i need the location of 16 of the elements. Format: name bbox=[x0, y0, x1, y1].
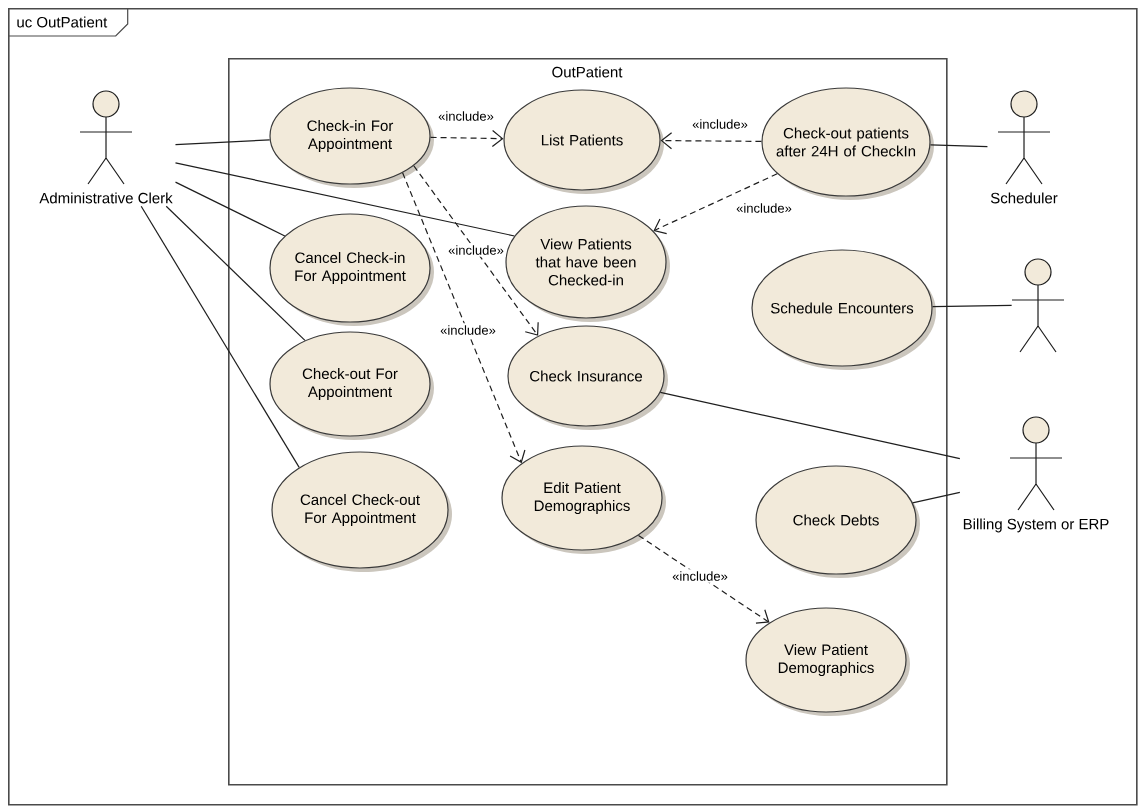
association-line bbox=[174, 181, 286, 237]
include-arrow bbox=[429, 129, 504, 148]
association-line bbox=[929, 144, 989, 148]
actor-figure bbox=[1011, 258, 1065, 353]
association-line bbox=[911, 491, 961, 504]
include-arrow bbox=[402, 172, 526, 464]
association-line bbox=[659, 391, 961, 460]
association-line bbox=[140, 205, 300, 468]
association-line bbox=[174, 162, 516, 237]
include-arrow bbox=[413, 165, 539, 336]
association-line bbox=[932, 304, 1013, 308]
association-line bbox=[165, 205, 306, 341]
include-arrow bbox=[653, 173, 778, 235]
include-arrow bbox=[637, 534, 770, 624]
include-arrow bbox=[660, 132, 762, 150]
association-line bbox=[174, 139, 271, 146]
